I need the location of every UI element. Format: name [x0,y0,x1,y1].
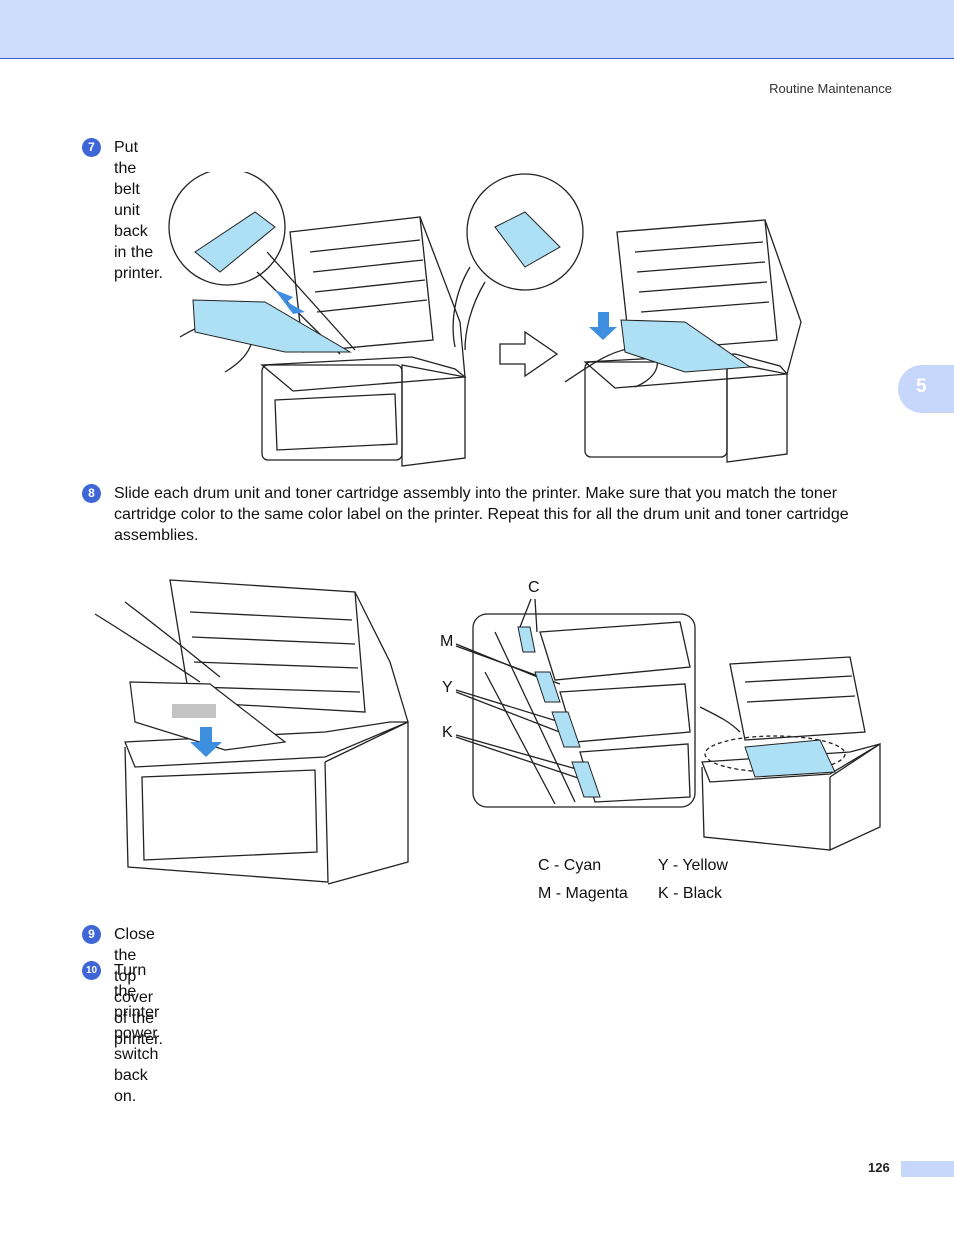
label-y: Y [442,679,453,696]
legend-magenta: M - Magenta [538,885,628,902]
label-c: C [528,579,540,596]
drum-unit-illustration: C M Y K [94,579,881,885]
step-text: Slide each drum unit and toner cartridge… [114,483,914,546]
step-number-badge: 9 [82,925,101,944]
chapter-tab[interactable]: 5 [898,365,954,413]
page-tab [901,1161,954,1177]
step-number-badge: 10 [82,961,101,980]
label-k: K [442,724,453,741]
page-number: 126 [868,1160,890,1175]
legend-yellow: Y - Yellow [658,857,728,874]
step-text: Put the belt unit back in the printer. [114,139,163,282]
step-text: Turn the printer power switch back on. [114,962,160,1105]
step-number-badge: 7 [82,138,101,157]
chapter-number: 5 [916,376,927,397]
step-text-line: assemblies. [114,527,199,544]
belt-unit-illustration [168,172,802,467]
running-head: Routine Maintenance [769,81,892,96]
header-band [0,0,954,59]
step-text: Close the top cover of the printer. [114,926,163,1048]
step-number-badge: 8 [82,484,101,503]
legend-cyan: C - Cyan [538,857,602,874]
legend-black: K - Black [658,885,723,902]
step-text-line: cartridge color to the same color label … [114,506,849,523]
step-text-line: Slide each drum unit and toner cartridge… [114,485,838,502]
label-m: M [440,633,453,650]
